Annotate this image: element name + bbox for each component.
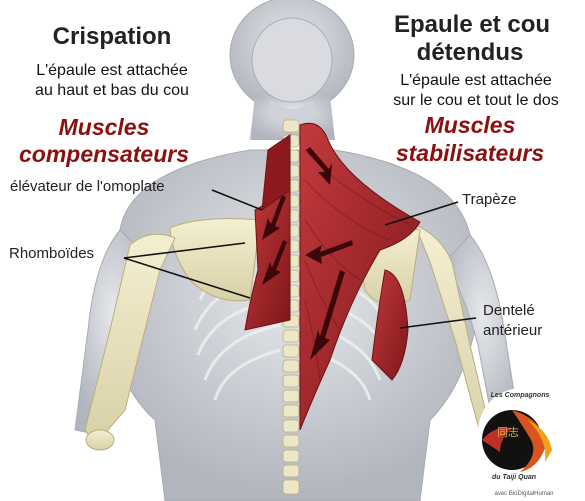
right-title-line1: Epaule et cou (394, 12, 550, 38)
right-muscles-line1: Muscles (425, 113, 516, 138)
logo-glyph: 同志 (497, 427, 519, 439)
trapezius-label: Trapèze (462, 192, 516, 209)
right-title-line2: détendus (417, 40, 524, 66)
serratus-label-line2: antérieur (483, 323, 542, 340)
right-subtitle-line1: L'épaule est attachée (400, 72, 552, 90)
left-subtitle-line2: au haut et bas du cou (35, 82, 189, 100)
serratus-label-line1: Dentelé (483, 303, 535, 320)
left-title: Crispation (53, 24, 172, 50)
logo-top-text: Les Compagnons (491, 392, 550, 400)
levator-label: élévateur de l'omoplate (10, 179, 165, 196)
right-subtitle-line2: sur le cou et tout le dos (393, 92, 558, 110)
left-muscles-line1: Muscles (59, 115, 150, 140)
credit-text: avec BioDigitalHuman (494, 491, 553, 498)
logo-bottom-text: du Taiji Quan (492, 474, 536, 482)
right-muscles-line2: stabilisateurs (396, 141, 544, 166)
left-muscles-line2: compensateurs (19, 142, 189, 167)
club-logo (478, 388, 566, 476)
rhomboids-label: Rhomboïdes (9, 246, 94, 263)
left-subtitle-line1: L'épaule est attachée (36, 62, 188, 80)
